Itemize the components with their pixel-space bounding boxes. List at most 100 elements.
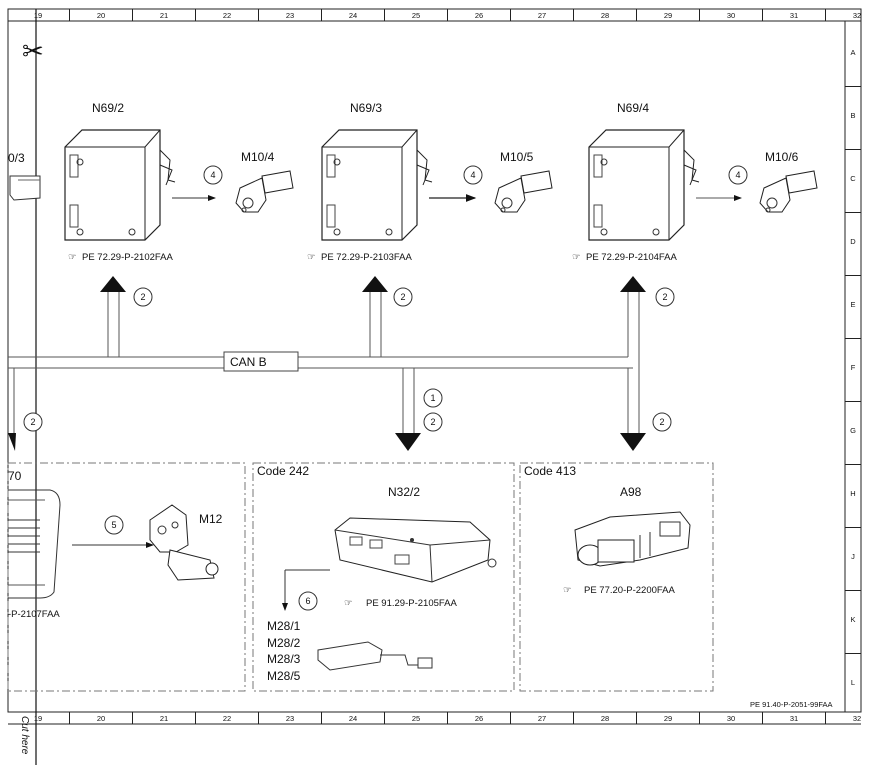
row-label: F [851, 363, 856, 372]
module-label: N69/3 [350, 101, 382, 115]
column-label: 23 [286, 11, 294, 20]
partial-left-module: 0/3 [8, 151, 41, 201]
bus-callouts: 2 2 2 2 1 2 2 [23, 287, 675, 432]
callout-2: 2 [30, 417, 35, 427]
motor-label: M10/6 [765, 150, 799, 164]
column-label: 28 [601, 714, 609, 723]
module-ref: PE 72.29-P-2103FAA [321, 252, 412, 263]
column-label: 27 [538, 714, 546, 723]
partial-lower-label: 70 [8, 469, 22, 483]
column-label: 20 [97, 714, 105, 723]
column-label: 27 [538, 11, 546, 20]
module-label: A98 [620, 485, 642, 499]
motor-label: M10/5 [500, 150, 534, 164]
reference-pointer-icon: ☞ [307, 252, 316, 263]
output-label: M28/3 [267, 652, 301, 666]
reference-pointer-icon: ☞ [68, 252, 77, 263]
motor-m10-5: M10/5 [494, 150, 553, 213]
motor-label: M10/4 [241, 150, 275, 164]
code-413-panel: Code 413 A98 ☞ PE 77.20-P-2200FAA [524, 464, 691, 596]
callout-4: 4 [210, 170, 215, 180]
row-label: K [850, 615, 855, 624]
partial-lower-ref: -P-2107FAA [8, 609, 60, 620]
code-242-panel: Code 242 N32/2 6 ☞ PE 91.29-P-2105FAA M2… [257, 464, 497, 683]
panel-title: Code 413 [524, 464, 576, 478]
column-label: 26 [475, 11, 483, 20]
column-label: 22 [223, 11, 231, 20]
module-ref: PE 72.29-P-2104FAA [586, 252, 677, 263]
column-label: 32 [853, 11, 861, 20]
row-label: H [850, 489, 855, 498]
reference-pointer-icon: ☞ [563, 585, 572, 596]
module-label: N69/4 [617, 101, 649, 115]
module-ref: PE 77.20-P-2200FAA [584, 585, 675, 596]
column-labels-top: 19 20 21 22 23 24 25 26 27 28 29 30 31 32 [34, 9, 861, 21]
callout-2: 2 [430, 417, 435, 427]
column-label: 29 [664, 714, 672, 723]
dashed-panels [7, 462, 714, 692]
row-label: D [850, 237, 856, 246]
column-label: 25 [412, 11, 420, 20]
callout-5: 5 [111, 520, 116, 530]
column-label: 21 [160, 11, 168, 20]
callout-4: 4 [470, 170, 475, 180]
callout-2: 2 [662, 292, 667, 302]
motor-label: M12 [199, 512, 223, 526]
callout-6: 6 [305, 596, 310, 606]
row-label: G [850, 426, 856, 435]
callout-2: 2 [659, 417, 664, 427]
partial-module-label: 0/3 [8, 151, 25, 165]
bus-arrowheads [8, 276, 646, 451]
column-label: 32 [853, 714, 861, 723]
column-label: 19 [34, 714, 42, 723]
column-label: 24 [349, 11, 357, 20]
column-label: 19 [34, 11, 42, 20]
module-ref: PE 91.29-P-2105FAA [366, 598, 457, 609]
column-label: 31 [790, 714, 798, 723]
column-label: 30 [727, 11, 735, 20]
panel-title: Code 242 [257, 464, 309, 478]
column-label: 26 [475, 714, 483, 723]
row-label: B [850, 111, 855, 120]
output-label: M28/1 [267, 619, 301, 633]
module-n69-4: N69/4 4 ☞ PE 72.29-P-2104FAA [572, 101, 748, 263]
motor-m12: M12 [149, 504, 223, 581]
can-b-bus [8, 290, 640, 437]
row-label: A [850, 48, 855, 57]
motor-m10-4: M10/4 [235, 150, 294, 213]
scissors-icon: ✂ [22, 36, 44, 66]
column-label: 30 [727, 714, 735, 723]
module-n69-2: N69/2 4 ☞ PE 72.29-P-2102FAA [64, 101, 223, 263]
row-labels: A B C D E F G H J K L [845, 48, 861, 687]
cut-here-label: Cut here [19, 716, 30, 755]
module-label: N69/2 [92, 101, 124, 115]
column-label: 23 [286, 714, 294, 723]
column-label: 20 [97, 11, 105, 20]
column-label: 21 [160, 714, 168, 723]
row-label: J [851, 552, 855, 561]
callout-2: 2 [140, 292, 145, 302]
column-label: 25 [412, 714, 420, 723]
row-label: L [851, 678, 855, 687]
reference-pointer-icon: ☞ [572, 252, 581, 263]
column-label: 28 [601, 11, 609, 20]
drawing-frame [7, 8, 862, 725]
drawing-reference: PE 91.40-P-2051-99FAA [750, 700, 833, 709]
callout-2: 2 [400, 292, 405, 302]
column-label: 24 [349, 714, 357, 723]
output-label: M28/5 [267, 669, 301, 683]
can-b-label-box [223, 351, 299, 372]
callout-4: 4 [735, 170, 740, 180]
module-n69-3: N69/3 4 ☞ PE 72.29-P-2103FAA [307, 101, 483, 263]
column-label: 22 [223, 714, 231, 723]
column-label: 29 [664, 11, 672, 20]
row-label: C [850, 174, 856, 183]
module-ref: PE 72.29-P-2102FAA [82, 252, 173, 263]
can-b-label: CAN B [230, 355, 267, 369]
callout-1: 1 [430, 393, 435, 403]
column-labels-bottom: 19 20 21 22 23 24 25 26 27 28 29 30 31 32 [34, 712, 861, 724]
column-label: 31 [790, 11, 798, 20]
row-label: E [850, 300, 855, 309]
partial-left-panel: 70 -P-2107FAA 5 [8, 469, 154, 620]
